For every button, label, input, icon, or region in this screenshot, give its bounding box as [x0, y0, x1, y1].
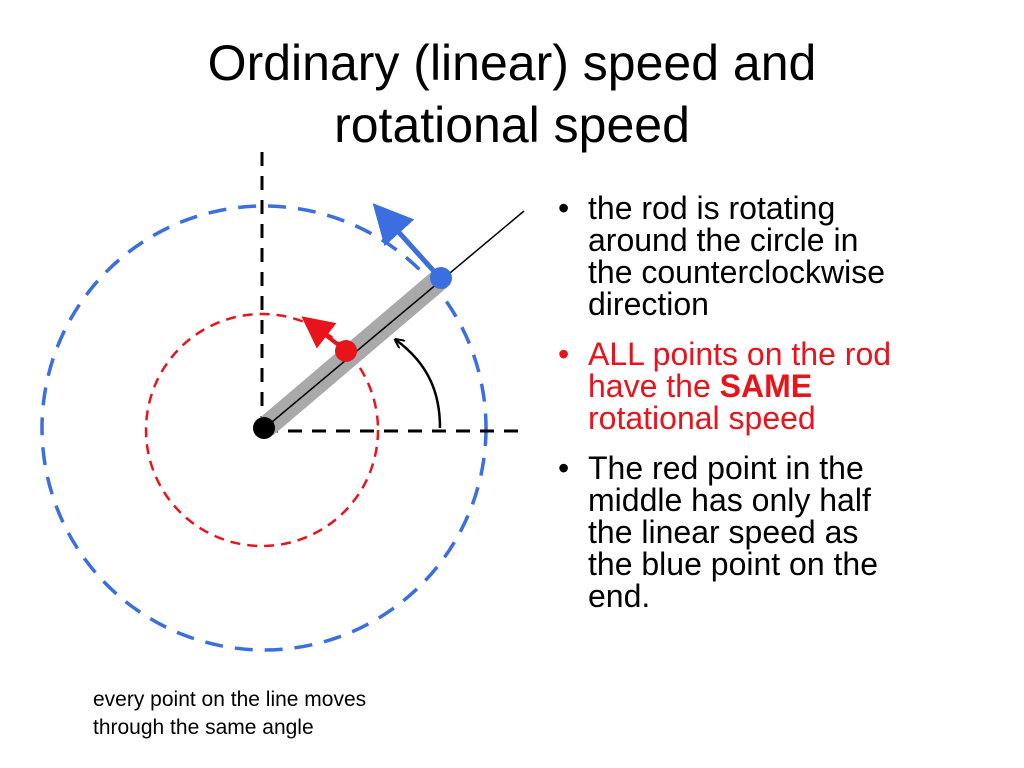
blue-velocity-arrow [372, 203, 442, 280]
caption-line-2: through the same angle [93, 716, 314, 739]
bullet-3-line-1: The red point in the [588, 450, 864, 486]
pivot-point [253, 417, 275, 439]
bullet-2-line-1: ALL points on the rod [588, 336, 892, 372]
title-line-2: rotational speed [334, 97, 690, 153]
bullet-icon: • [558, 336, 570, 372]
bullet-1-line-4: direction [588, 286, 709, 322]
bullet-2-emphasis: SAME [719, 368, 813, 404]
bullet-2-prefix: have the [588, 368, 720, 404]
bullet-icon: • [558, 450, 570, 486]
inner-circle-path [144, 312, 380, 548]
outer-circle-path [40, 204, 488, 652]
bullet-3-line-4: the blue point on the [588, 546, 879, 582]
caption-line-1: every point on the line moves [93, 688, 367, 711]
bullet-1-line-3: the counterclockwise [588, 254, 886, 290]
bullet-3-line-2: middle has only half [588, 482, 871, 518]
radius-line [265, 210, 525, 428]
red-middle-point [335, 340, 357, 362]
title-line-1: Ordinary (linear) speed and [207, 35, 817, 91]
bullet-3-line-3: the linear speed as [588, 514, 859, 550]
bullet-1-line-1: the rod is rotating [588, 190, 836, 226]
bullet-icon: • [558, 190, 570, 226]
slide-title: Ordinary (linear) speed and rotational s… [0, 32, 1024, 156]
bullet-list: • the rod is rotating around the circle … [552, 192, 992, 630]
diagram-caption: every point on the line moves through th… [93, 686, 473, 742]
bullet-2-line-3: rotational speed [588, 400, 816, 436]
bullet-2-line-2: have the SAME [588, 370, 992, 402]
bullet-1-line-2: around the circle in [588, 222, 859, 258]
bullet-item-rotation: • the rod is rotating around the circle … [552, 192, 992, 320]
bullet-item-same-speed: • ALL points on the rod have the SAME ro… [552, 338, 992, 434]
angle-arc-arrow [396, 340, 442, 429]
bullet-3-line-5: end. [588, 578, 651, 614]
bullet-item-half-speed: • The red point in the middle has only h… [552, 452, 992, 612]
blue-end-point [430, 267, 452, 289]
